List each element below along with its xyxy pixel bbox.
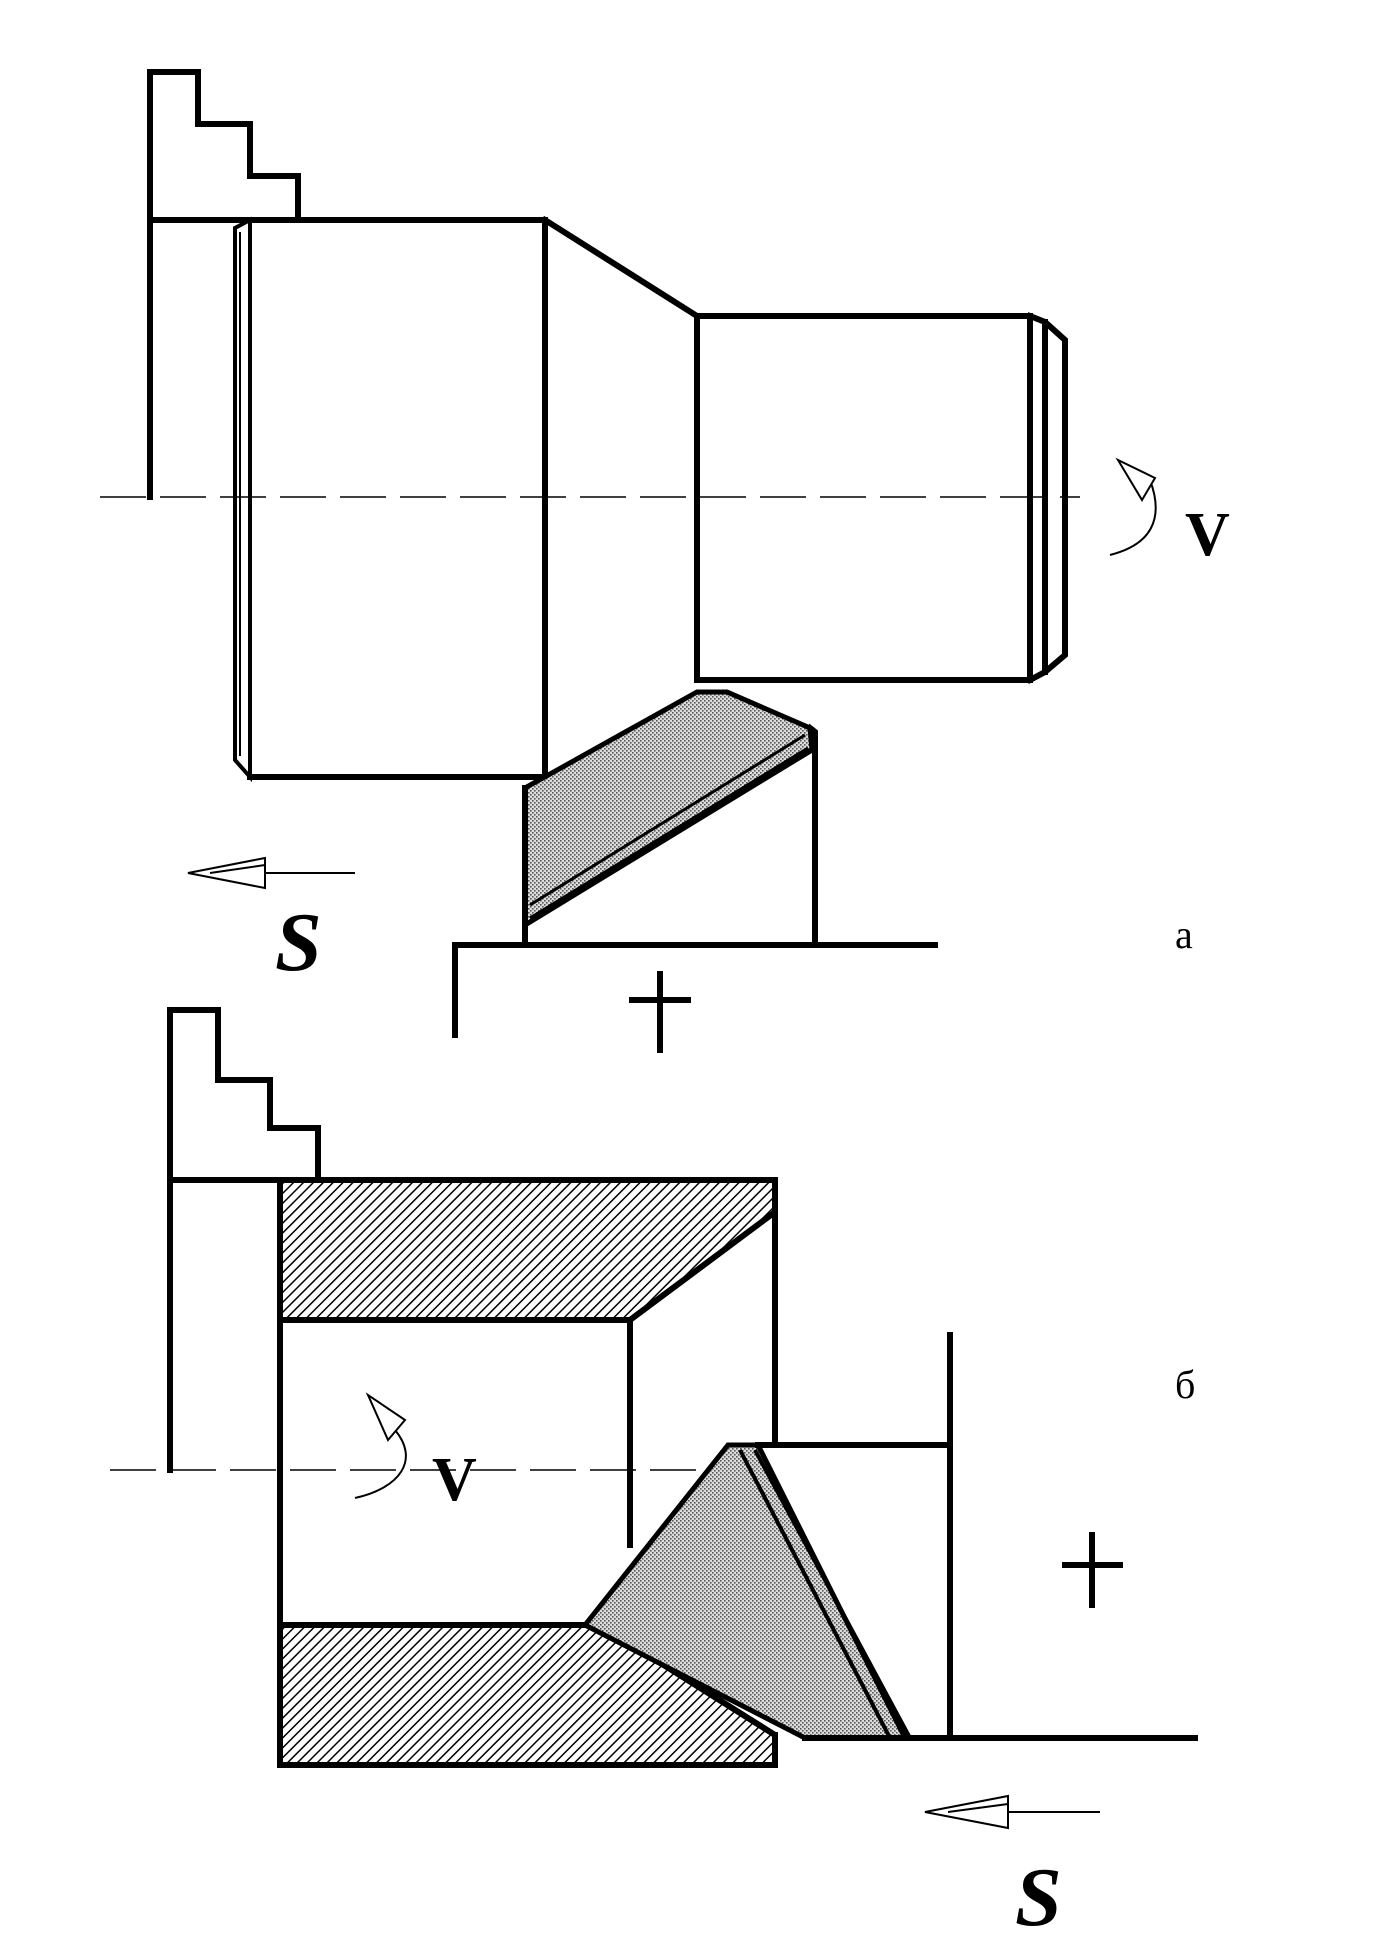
tool-holder-a xyxy=(452,942,938,1038)
bore-wall-upper xyxy=(277,1177,778,1323)
boring-tool-edge-b xyxy=(738,1449,912,1739)
cutting-tool-a xyxy=(522,689,815,930)
panel-a-label: а xyxy=(1175,912,1193,957)
feed-label-b: S xyxy=(1015,1851,1062,1944)
chuck-jaw-a xyxy=(147,69,301,223)
workpiece-large-cylinder xyxy=(247,217,548,780)
tool-shank-a xyxy=(805,723,818,948)
rotation-arrowhead-b xyxy=(365,1392,407,1442)
panel-b-label: б xyxy=(1175,1362,1195,1407)
workpiece-taper xyxy=(540,215,702,321)
feed-arrowhead-b xyxy=(924,1794,1009,1830)
plus-marker-a xyxy=(629,971,691,1053)
rotation-arrowhead-a xyxy=(1115,457,1157,502)
feed-label-a: S xyxy=(275,896,322,989)
panel-a: V S а xyxy=(100,69,1230,1053)
plus-marker-b xyxy=(1062,1532,1123,1608)
velocity-label-a: V xyxy=(1185,501,1230,569)
tool-edge-a2 xyxy=(529,746,809,920)
rotation-arrow-b xyxy=(354,1429,407,1499)
rotation-arrow-a xyxy=(1109,479,1157,556)
tool-edge-a xyxy=(529,733,806,907)
chuck-jaw-b xyxy=(167,1007,321,1183)
velocity-label-b: V xyxy=(432,1446,477,1514)
feed-arrowhead-a xyxy=(187,856,266,890)
panel-b: V S б xyxy=(110,1007,1198,1944)
workpiece-left-face xyxy=(233,216,252,783)
workpiece-small-cylinder xyxy=(694,313,1033,683)
